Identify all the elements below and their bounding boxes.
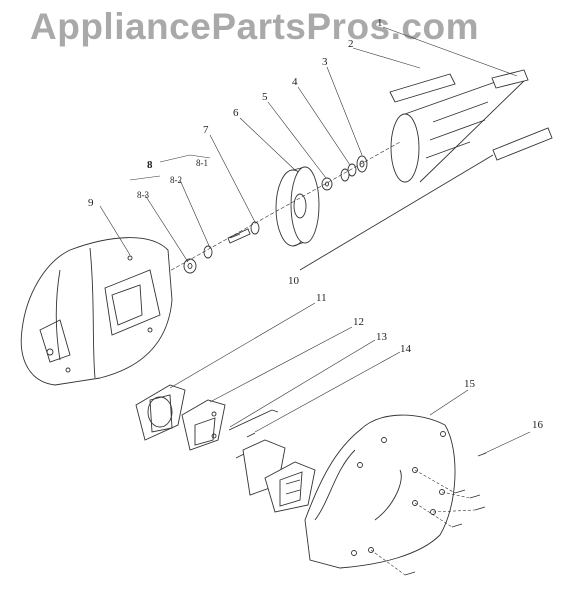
part-15-cover (304, 414, 456, 569)
callout-8-1: 8-1 (196, 158, 208, 168)
label-strip (299, 127, 553, 271)
callout-4: 4 (292, 76, 298, 88)
callout-3: 3 (322, 56, 328, 68)
screw-leaders (370, 469, 476, 576)
callout-13: 13 (376, 331, 388, 343)
part-5-washer (321, 177, 333, 191)
part-16-screws (404, 452, 487, 576)
part-9-housing (20, 237, 173, 386)
callout-9: 9 (88, 197, 94, 209)
callout-12: 12 (353, 316, 364, 328)
callout-8: 8 (147, 159, 153, 171)
callout-6: 6 (233, 107, 239, 119)
switch-assembly (242, 439, 316, 513)
part-13-rod (228, 409, 279, 431)
part-3-washer (356, 155, 368, 173)
callout-leaders (99, 26, 531, 455)
callout-10: 10 (288, 275, 300, 287)
part-8-shaft (183, 228, 251, 274)
callout-2: 2 (348, 38, 354, 50)
part-6-fan-wheel (275, 166, 320, 247)
callout-11: 11 (316, 292, 327, 304)
callout-1: 1 (377, 17, 383, 29)
site-watermark: AppliancePartsPros.com (30, 6, 479, 47)
callout-8-3: 8-3 (137, 190, 149, 200)
part-14-screw (235, 432, 256, 459)
callout-15: 15 (464, 378, 476, 390)
part-1-cone (389, 69, 529, 183)
callout-8-2: 8-2 (170, 175, 182, 185)
callout-5: 5 (262, 91, 268, 103)
part-11-plate (135, 384, 186, 441)
callout-16: 16 (532, 419, 544, 431)
part-12-bracket (181, 399, 226, 451)
callout-labels: 1 2 3 4 5 6 7 8 8-1 8-2 8-3 9 10 11 12 1… (88, 17, 544, 431)
callout-7: 7 (203, 124, 209, 136)
callout-14: 14 (400, 343, 412, 355)
part-7-washer (250, 221, 260, 235)
part-4-nut (340, 163, 357, 182)
